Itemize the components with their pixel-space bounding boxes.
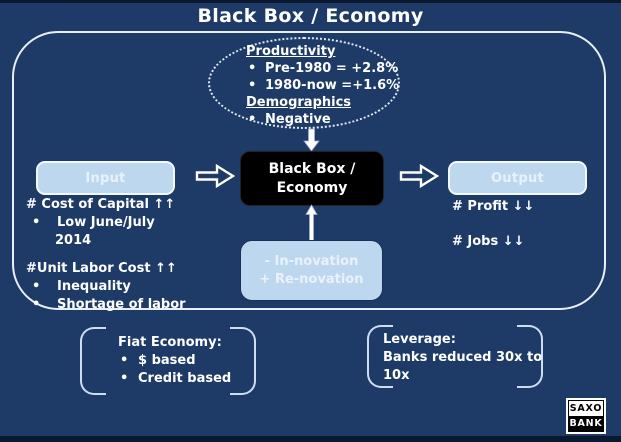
cost-item-line1: Low June/July <box>57 215 155 230</box>
fiat-economy-box: Fiat Economy: • $ based • Credit based <box>80 327 256 395</box>
unit-labor-cost-heading: #Unit Labor Cost ↑↑ <box>26 261 177 276</box>
input-notes: # Cost of Capital ↑↑ • Low June/July 201… <box>26 196 221 314</box>
cost-item-line2: 2014 <box>55 233 92 248</box>
black-box-line2: Economy <box>276 179 348 196</box>
jobs-note: # Jobs ↓↓ <box>452 234 525 249</box>
list-item: • Low June/July <box>26 214 221 232</box>
drivers-ellipse: Productivity • Pre-1980 = +2.8% • 1980-n… <box>208 37 400 129</box>
right-bracket <box>517 325 543 388</box>
saxo-bank-logo: SAXO BANK <box>566 398 606 434</box>
fiat-item-dollar: $ based <box>138 353 196 368</box>
arrow-right-icon <box>399 163 439 189</box>
leverage-box: Leverage: Banks reduced 30x to 10x <box>367 325 543 388</box>
productivity-heading: Productivity <box>246 44 336 59</box>
input-box: Input <box>36 161 175 195</box>
bullet-icon: • <box>120 353 129 368</box>
profit-note: # Profit ↓↓ <box>452 199 535 214</box>
leverage-line1: Banks reduced 30x to <box>383 350 543 365</box>
bullet-icon: • <box>248 112 257 127</box>
list-item: • Negative <box>246 111 399 128</box>
bullet-icon: • <box>120 371 129 386</box>
arrow-down-icon <box>303 128 320 152</box>
main-frame-border <box>12 31 606 310</box>
left-bracket <box>367 325 393 388</box>
fiat-economy-heading: Fiat Economy: <box>118 335 222 350</box>
bullet-icon: • <box>32 279 41 294</box>
bullet-icon: • <box>248 61 257 76</box>
innovation-line1: - In-novation <box>264 253 359 269</box>
right-bracket <box>230 327 256 395</box>
drivers-ellipse-content: Productivity • Pre-1980 = +2.8% • 1980-n… <box>246 43 399 128</box>
list-item: • Pre-1980 = +2.8% <box>246 60 399 77</box>
leverage-line2: 10x <box>383 368 410 383</box>
logo-bank-text: BANK <box>569 416 603 431</box>
bullet-icon: • <box>32 297 41 312</box>
list-item: • $ based <box>118 352 231 370</box>
top-edge-strip <box>0 0 621 3</box>
black-box-line1: Black Box / <box>268 160 356 177</box>
list-item: • Inequality <box>26 278 221 296</box>
productivity-item-pre1980: Pre-1980 = +2.8% <box>265 61 399 76</box>
logo-saxo-text: SAXO <box>569 401 603 416</box>
output-box: Output <box>448 161 587 195</box>
input-label: Input <box>85 170 126 186</box>
output-notes: # Profit ↓↓ # Jobs ↓↓ <box>452 198 534 251</box>
bottom-edge-strip <box>0 436 621 442</box>
arrow-right-icon <box>195 163 235 189</box>
demographics-item-negative: Negative <box>265 112 331 127</box>
list-item: • Shortage of labor <box>26 296 221 314</box>
spacer <box>26 250 221 260</box>
leverage-heading: Leverage: <box>383 332 456 347</box>
list-item: • 1980-now =+1.6% <box>246 77 399 94</box>
innovation-box: - In-novation + Re-novation <box>240 240 383 301</box>
list-item: • Credit based <box>118 370 231 388</box>
labor-item-shortage: Shortage of labor <box>57 297 186 312</box>
fiat-economy-content: Fiat Economy: • $ based • Credit based <box>118 334 231 388</box>
leverage-content: Leverage: Banks reduced 30x to 10x <box>383 331 542 385</box>
fiat-item-credit: Credit based <box>138 371 232 386</box>
output-label: Output <box>490 170 545 186</box>
left-bracket <box>80 327 106 395</box>
saxo-bank-logo-inner: SAXO BANK <box>568 400 604 432</box>
productivity-item-1980now: 1980-now =+1.6% <box>265 78 400 93</box>
bullet-icon: • <box>32 215 41 230</box>
demographics-heading: Demographics <box>246 95 352 110</box>
innovation-line2: + Re-novation <box>259 271 364 287</box>
arrow-up-icon <box>305 204 318 242</box>
slide-title: Black Box / Economy <box>197 5 424 27</box>
labor-item-inequality: Inequality <box>57 279 131 294</box>
black-box-economy: Black Box / Economy <box>240 151 384 206</box>
bullet-icon: • <box>248 78 257 93</box>
cost-of-capital-heading: # Cost of Capital ↑↑ <box>26 197 176 212</box>
